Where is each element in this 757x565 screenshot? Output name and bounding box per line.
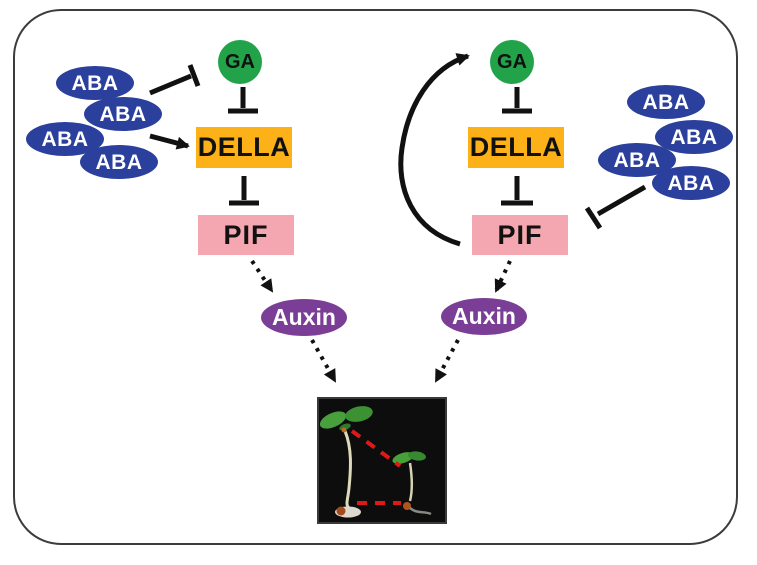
inhibition-aba-ga-left: [149, 64, 201, 96]
height-comparison-line-top: [350, 429, 402, 468]
tall-seedling: [319, 406, 373, 518]
auxin-node-right: Auxin: [441, 298, 527, 335]
inhibition-della-pif-right: [501, 176, 533, 206]
inhibition-ga-della-right: [502, 87, 532, 114]
inhibition-aba-pif-right: [584, 184, 647, 230]
aba-oval-right-1: ABA: [627, 85, 705, 119]
della-node-left: DELLA: [196, 127, 292, 168]
auxin-node-left: Auxin: [261, 299, 347, 336]
dotted-arrow-auxin-seedling-left: [310, 339, 337, 383]
seedling-photo: [317, 397, 447, 524]
aba-oval-right-2: ABA: [655, 120, 733, 154]
feedback-arrow-pif-ga: [398, 53, 470, 247]
dotted-arrow-pif-auxin-left: [250, 259, 274, 293]
aba-oval-right-4: ABA: [652, 166, 730, 200]
dotted-arrow-pif-auxin-right: [494, 260, 512, 293]
activation-arrow-aba-della-left: [149, 133, 190, 150]
ga-node-right: GA: [490, 40, 534, 84]
short-seedling: [392, 451, 432, 516]
pif-node-left: PIF: [198, 215, 294, 255]
pif-node-right: PIF: [472, 215, 568, 255]
della-node-right: DELLA: [468, 127, 564, 168]
inhibition-ga-della-left: [228, 87, 258, 114]
aba-oval-left-1: ABA: [56, 66, 134, 100]
inhibition-della-pif-left: [229, 176, 259, 206]
aba-oval-left-2: ABA: [84, 97, 162, 131]
dotted-arrow-auxin-seedling-right: [434, 339, 460, 383]
aba-oval-left-4: ABA: [80, 145, 158, 179]
ga-node-left: GA: [218, 40, 262, 84]
aba-oval-right-3: ABA: [598, 143, 676, 177]
